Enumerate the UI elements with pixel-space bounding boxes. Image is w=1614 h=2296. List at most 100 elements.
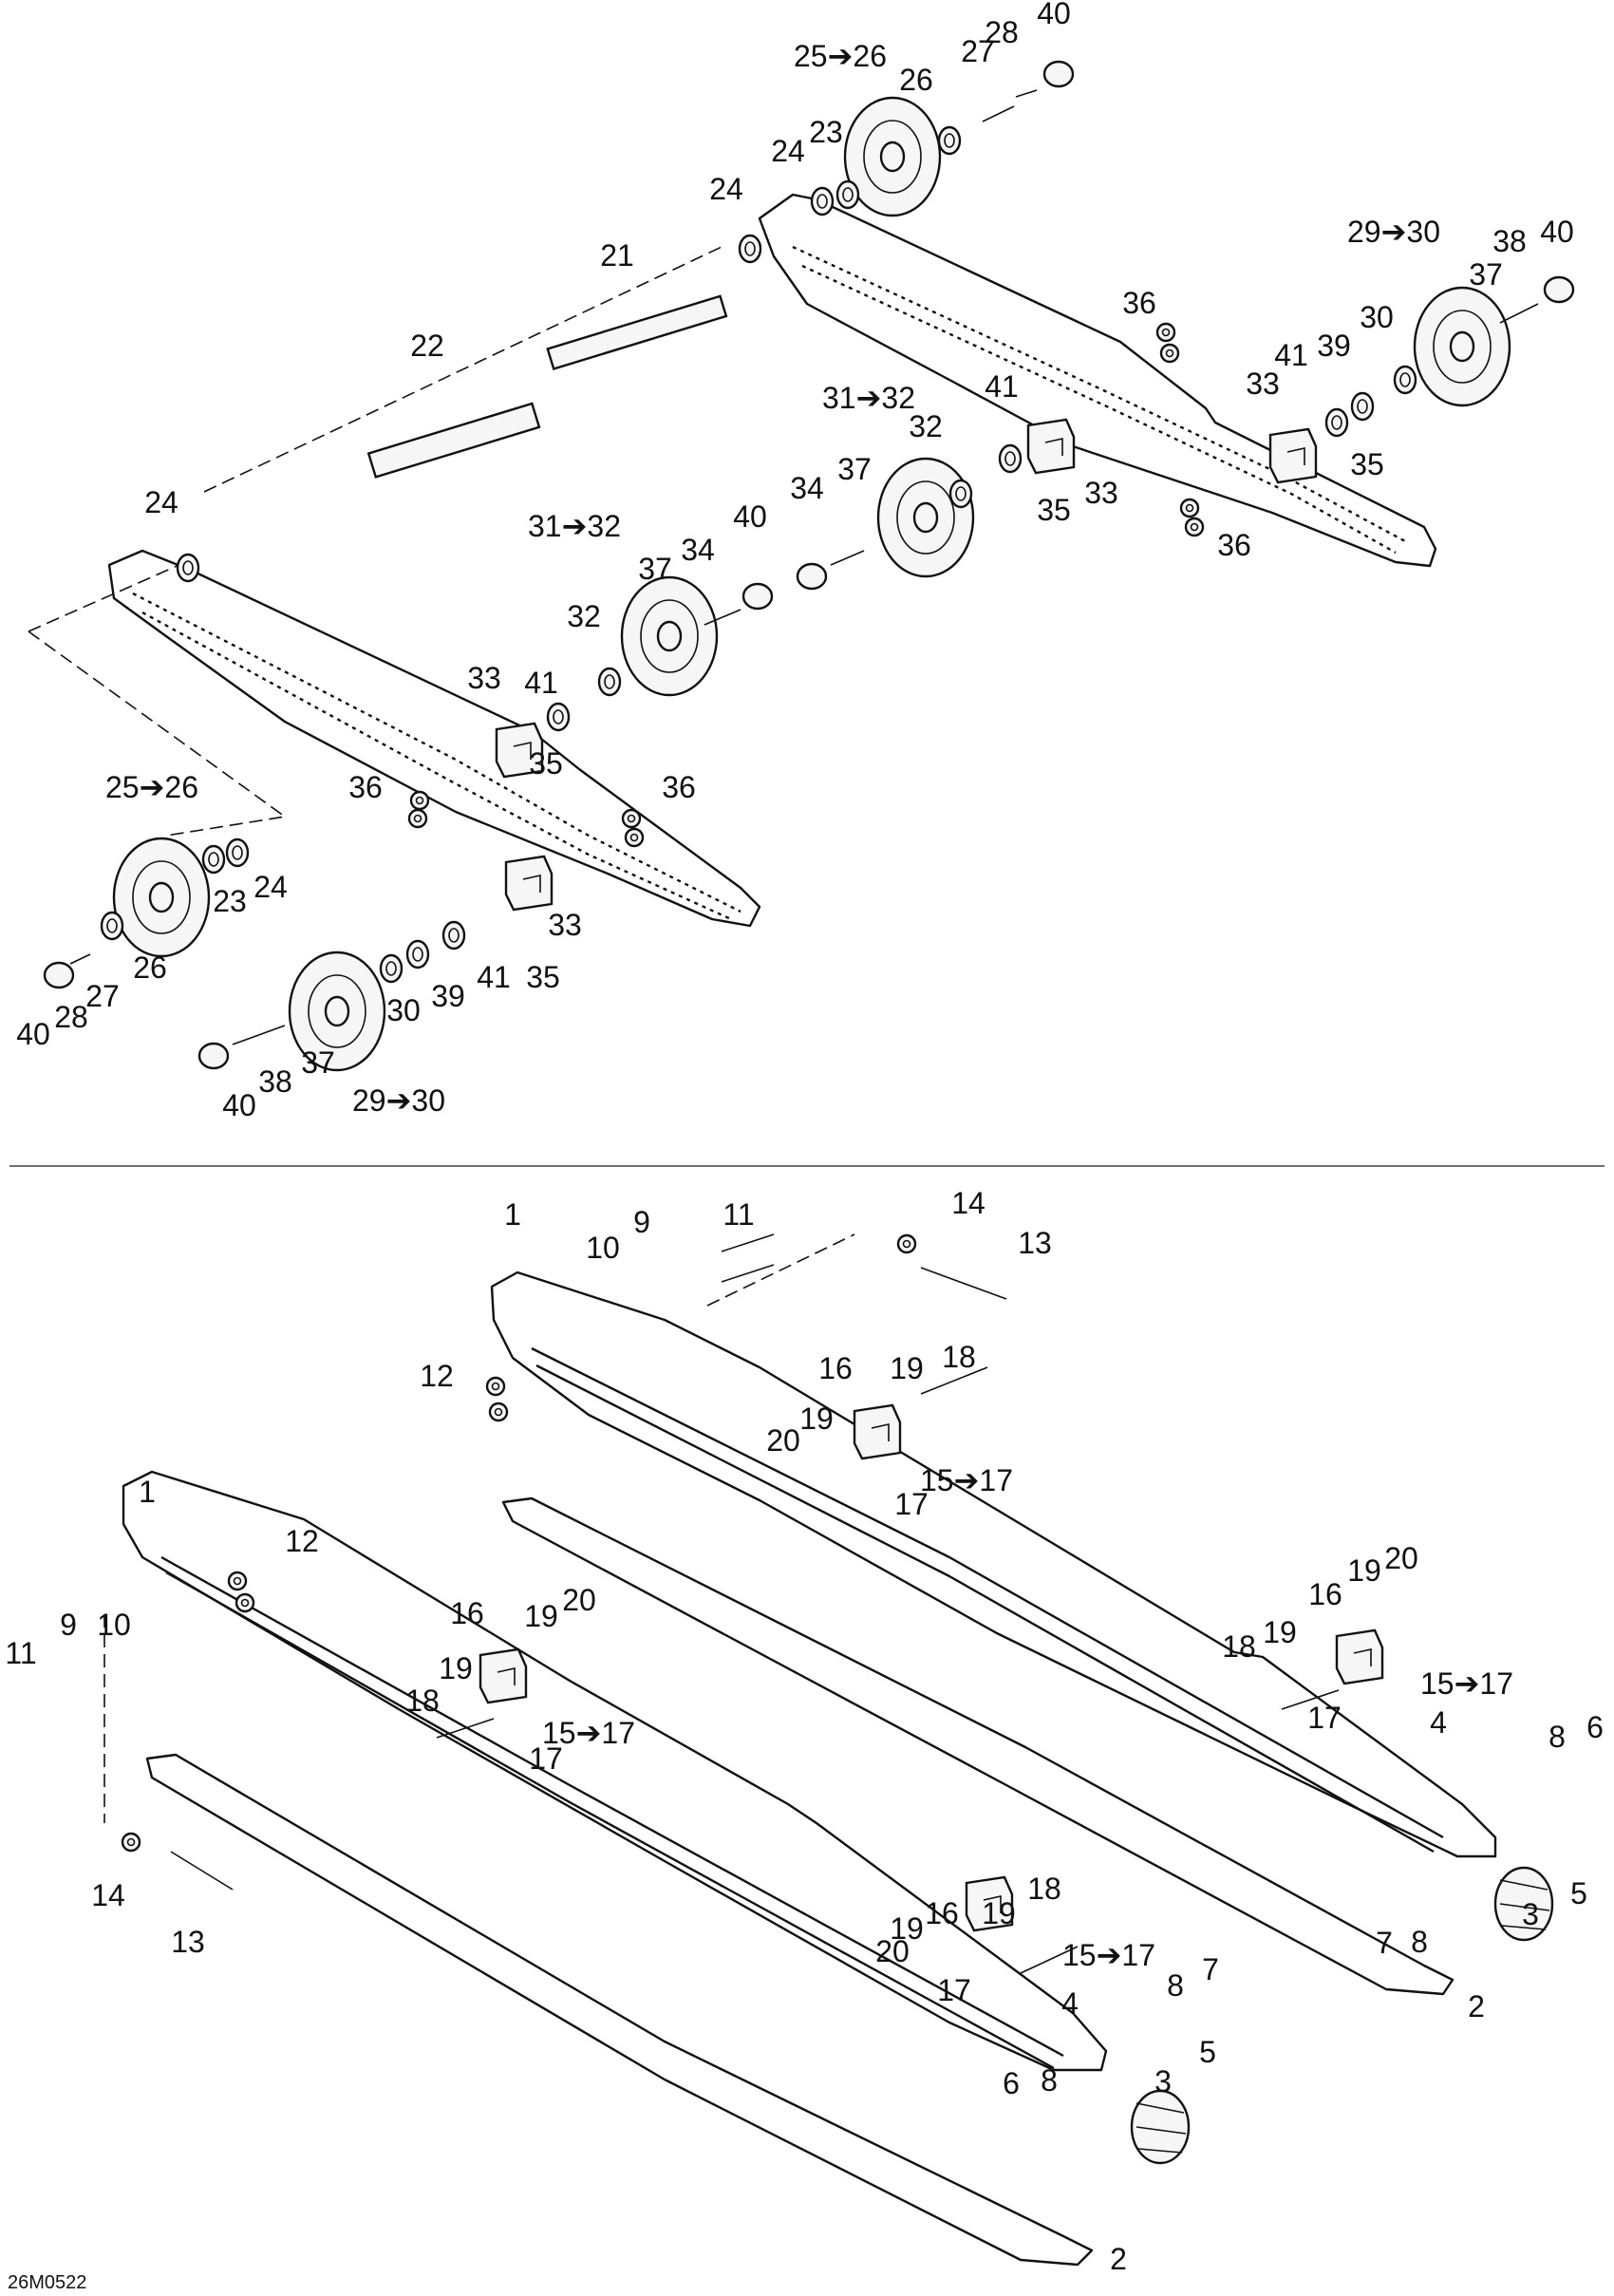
upper-callout-18: 33 xyxy=(1246,367,1280,401)
upper-callout-14: 30 xyxy=(1360,300,1394,334)
bearing-26 xyxy=(937,125,962,156)
lower-callout-36: 8 xyxy=(1548,1720,1566,1754)
upper-callout-26: 24 xyxy=(144,485,178,519)
upper-callout-42: 26 xyxy=(133,950,167,985)
upper-view xyxy=(28,60,1575,1072)
upper-callout-46: 33 xyxy=(548,908,582,942)
lower-callout-17: 10 xyxy=(97,1608,131,1642)
nut-12-d xyxy=(235,1592,255,1613)
slider-block-16-a xyxy=(853,1403,902,1460)
upper-callout-45: 40 xyxy=(16,1017,50,1051)
lower-callout-21: 20 xyxy=(562,1583,596,1617)
ring-39 xyxy=(1350,391,1375,422)
upper-callout-1: 40 xyxy=(1037,0,1071,30)
ring-24-axle xyxy=(738,234,762,264)
upper-callout-51: 37 xyxy=(301,1045,335,1080)
cap-40-mid-a xyxy=(796,562,828,591)
lower-callout-32: 19 xyxy=(1263,1615,1297,1649)
spacer-22 xyxy=(366,402,541,479)
lower-callout-35: 4 xyxy=(1430,1705,1447,1740)
idler-wheel-31-near xyxy=(620,575,719,697)
upper-callout-32: 34 xyxy=(681,533,715,567)
idler-wheel-25 xyxy=(843,96,942,217)
upper-callout-36: 35 xyxy=(529,746,563,781)
lower-callout-5: 10 xyxy=(586,1231,620,1265)
lower-callout-7: 18 xyxy=(942,1340,976,1374)
axle-21 xyxy=(546,294,728,371)
front-runner xyxy=(145,1753,1094,2267)
lower-callout-42: 2 xyxy=(1468,1989,1485,2023)
upper-callout-35: 33 xyxy=(467,661,501,695)
bearing-26-near xyxy=(100,911,124,941)
upper-callout-23: 33 xyxy=(1084,476,1118,510)
lower-callout-57: 2 xyxy=(1110,2242,1127,2276)
cap-40-top xyxy=(1042,60,1075,88)
upper-callout-11: 38 xyxy=(1492,224,1527,258)
lower-callout-51: 8 xyxy=(1167,1968,1184,2003)
lower-callout-4: 9 xyxy=(633,1205,650,1239)
lower-callout-49: 17 xyxy=(937,1973,971,2007)
cap-40-mid-b xyxy=(741,582,774,611)
upper-callout-31: 37 xyxy=(638,552,672,586)
nut-14-b xyxy=(121,1832,141,1853)
upper-callout-52: 38 xyxy=(258,1064,292,1099)
upper-callout-24: 35 xyxy=(1037,493,1071,527)
lower-callout-25: 17 xyxy=(529,1741,563,1776)
spacer-23 xyxy=(835,179,860,210)
lower-callout-22: 19 xyxy=(439,1651,473,1685)
rear-runner xyxy=(501,1496,1454,1996)
lower-callout-46: 20 xyxy=(875,1934,910,1968)
lower-callout-37: 6 xyxy=(1586,1710,1604,1744)
nut-12-a xyxy=(485,1376,506,1397)
upper-callout-9: 22 xyxy=(410,329,444,363)
bearing-32-near xyxy=(597,667,622,697)
upper-callout-29: 34 xyxy=(790,471,824,505)
ring-24-near xyxy=(225,837,250,868)
lower-callout-27: 13 xyxy=(171,1925,205,1959)
ring-24-top xyxy=(810,186,835,216)
lower-callout-3: 1 xyxy=(504,1197,521,1232)
near-rail xyxy=(107,549,761,928)
upper-callout-21: 41 xyxy=(985,369,1019,404)
lower-callout-30: 20 xyxy=(1384,1541,1418,1575)
lower-callout-48: 15➔17 xyxy=(1062,1938,1155,1972)
upper-callout-8: 21 xyxy=(600,238,634,273)
nut-12-b xyxy=(488,1402,509,1422)
nut-36-c xyxy=(1179,498,1200,518)
lower-callout-14: 1 xyxy=(139,1475,156,1509)
upper-callout-22: 32 xyxy=(909,409,943,443)
nut-36-d xyxy=(1184,517,1205,537)
lower-view xyxy=(103,1233,1554,2267)
lower-callout-45: 18 xyxy=(1027,1872,1061,1906)
far-rail xyxy=(758,193,1437,568)
lower-callout-33: 15➔17 xyxy=(1420,1666,1513,1701)
nut-12-c xyxy=(227,1571,248,1591)
lower-callout-11: 20 xyxy=(766,1423,800,1458)
upper-callout-2: 28 xyxy=(985,15,1019,49)
lower-callout-16: 9 xyxy=(60,1608,77,1642)
lower-callout-39: 5 xyxy=(1570,1876,1587,1910)
nut-36-h xyxy=(624,827,645,848)
upper-callout-28: 40 xyxy=(733,499,767,534)
slider-block-16-c xyxy=(1335,1628,1384,1685)
lower-callout-28: 16 xyxy=(1308,1577,1342,1611)
lower-callout-38: 3 xyxy=(1522,1897,1539,1931)
upper-callout-25: 36 xyxy=(1217,528,1251,562)
lower-callout-26: 14 xyxy=(91,1878,125,1912)
upper-callout-15: 36 xyxy=(1122,286,1156,320)
lower-callout-50: 4 xyxy=(1061,1986,1079,2021)
bearing-32-far xyxy=(948,479,973,509)
lower-callout-18: 11 xyxy=(5,1636,36,1670)
upper-callout-48: 41 xyxy=(477,960,511,994)
lower-callout-40: 7 xyxy=(1376,1926,1393,1960)
upper-callout-39: 25➔26 xyxy=(105,770,198,804)
upper-callout-13: 37 xyxy=(1469,257,1503,292)
upper-callout-0: 25➔26 xyxy=(794,39,887,73)
upper-callout-17: 39 xyxy=(1317,329,1351,363)
spacer-23-near xyxy=(201,844,226,875)
upper-callout-40: 23 xyxy=(213,884,247,918)
upper-callout-3: 27 xyxy=(961,34,995,68)
lower-callout-23: 18 xyxy=(405,1684,440,1718)
